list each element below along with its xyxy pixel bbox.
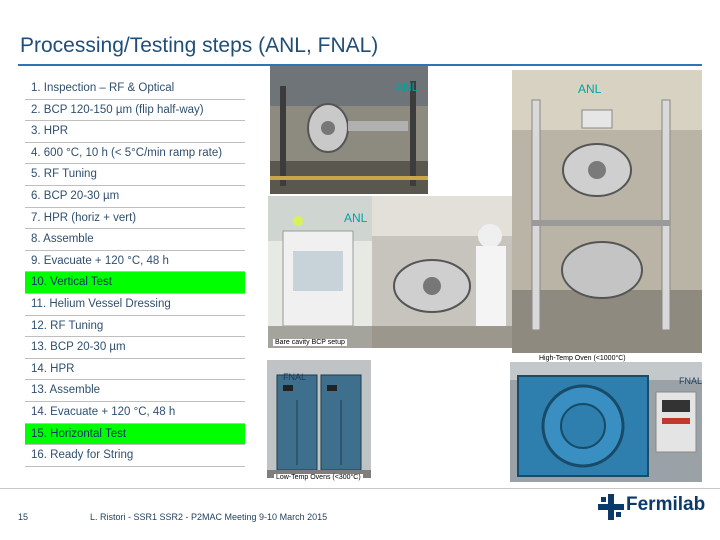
- anl-vertical-stand-image: [512, 70, 702, 353]
- low-temp-ovens-caption: Low-Temp Ovens (<300°C): [274, 474, 363, 481]
- step-item: 8. Assemble: [25, 229, 245, 251]
- step-item: 6. BCP 20-30 µm: [25, 185, 245, 208]
- high-temp-oven-photo: [510, 362, 702, 482]
- high-temp-oven-image: [510, 362, 702, 482]
- step-item: 14. HPR: [25, 358, 245, 381]
- fermilab-logo-icon: [598, 494, 624, 520]
- bcp-setup-caption: Bare cavity BCP setup: [273, 339, 347, 346]
- step-item: 9. Evacuate + 120 °C, 48 h: [25, 250, 245, 273]
- cavity-handling-image: [372, 196, 512, 348]
- step-item: 2. BCP 120-150 µm (flip half-way): [25, 99, 245, 122]
- anl-vertical-stand-photo: [512, 70, 702, 353]
- step-item: 10. Vertical Test: [25, 272, 245, 294]
- page-number: 15: [18, 512, 29, 522]
- step-item: 7. HPR (horiz + vert): [25, 207, 245, 230]
- fnal-label-2: FNAL: [679, 376, 703, 386]
- cavity-handling-photo: [372, 196, 512, 348]
- footer-text: L. Ristori - SSR1 SSR2 - P2MAC Meeting 9…: [90, 512, 328, 522]
- fnal-label-1: FNAL: [283, 372, 307, 382]
- footer-divider: [0, 488, 720, 489]
- step-item: 5. RF Tuning: [25, 164, 245, 186]
- title-underline: [18, 64, 702, 66]
- step-item: 13. Assemble: [25, 380, 245, 402]
- step-item: 1. Inspection – RF & Optical: [25, 78, 245, 100]
- step-item: 11. Helium Vessel Dressing: [25, 293, 245, 316]
- anl-label-2: ANL: [578, 82, 602, 96]
- anl-cavity-image: [270, 66, 428, 194]
- low-temp-ovens-image: [267, 360, 371, 478]
- fermilab-logo: Fermilab: [598, 492, 710, 520]
- anl-label-3: ANL: [344, 211, 368, 225]
- high-temp-oven-caption: High-Temp Oven (<1000°C): [537, 355, 628, 362]
- step-item: 14. Evacuate + 120 °C, 48 h: [25, 401, 245, 424]
- anl-cavity-photo: [270, 66, 428, 194]
- anl-label-1: ANL: [395, 80, 419, 94]
- step-item: 3. HPR: [25, 121, 245, 143]
- low-temp-ovens-photo: [267, 360, 371, 478]
- bcp-setup-photo: [268, 196, 372, 348]
- bcp-setup-image: [268, 196, 372, 348]
- step-item: 16. Ready for String: [25, 445, 245, 467]
- step-item: 13. BCP 20-30 µm: [25, 337, 245, 359]
- fermilab-logo-text: Fermilab: [626, 494, 706, 515]
- step-item: 4. 600 °C, 10 h (< 5°C/min ramp rate): [25, 142, 245, 165]
- step-item: 12. RF Tuning: [25, 315, 245, 338]
- slide-title: Processing/Testing steps (ANL, FNAL): [20, 34, 379, 57]
- step-item: 15. Horizontal Test: [25, 423, 245, 446]
